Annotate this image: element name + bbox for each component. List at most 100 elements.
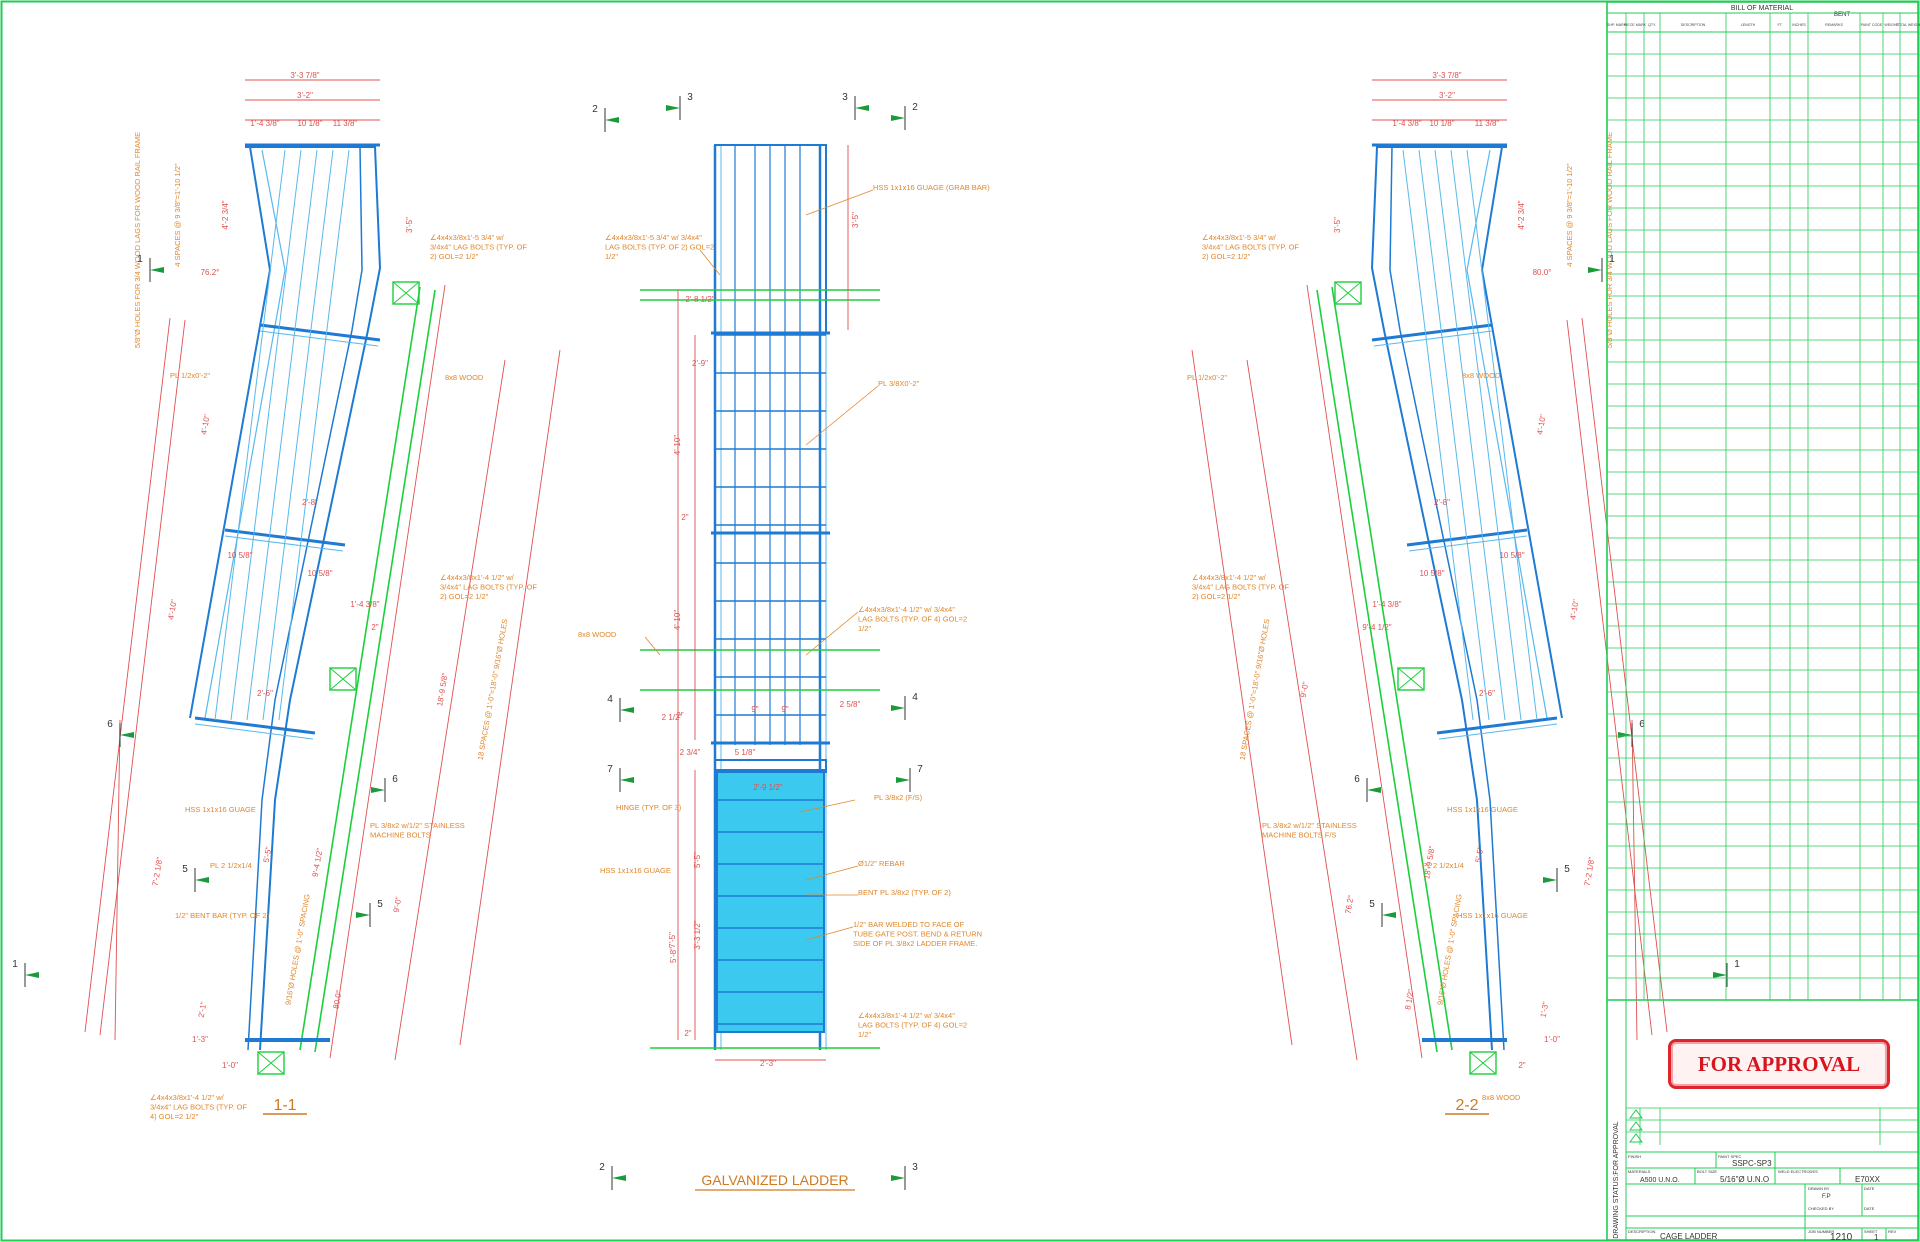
- note-line: ∠4x4x3/8x1'-4 1/2" w/: [1192, 573, 1267, 582]
- dimension-label: 4'-10": [673, 435, 682, 456]
- cage-hoop: [1436, 716, 1558, 735]
- dimension-label: 2'-9": [692, 359, 708, 368]
- cage-bar: [1434, 149, 1506, 721]
- marker-arrow: [620, 707, 634, 713]
- cage-hoop-inner: [224, 535, 344, 552]
- dimension-label: 1'-0": [1544, 1035, 1560, 1044]
- section-marker: 4: [607, 694, 634, 722]
- note-label: HSS 1x1x16 GUAGE: [1447, 805, 1518, 814]
- marker-arrow: [891, 705, 905, 711]
- note-line: 1/2" BAR WELDED TO FACE OF: [853, 920, 965, 929]
- note-label: ∠4x4x3/8x1'-4 1/2" w/ 3/4x4"LAG BOLTS (T…: [858, 605, 967, 633]
- marker-number: 6: [1639, 719, 1645, 730]
- note-line: MACHINE BOLTS F/S: [1262, 831, 1336, 840]
- marker-arrow: [1713, 972, 1727, 978]
- bom-header: SHP. MARK: [1607, 23, 1627, 27]
- bom-header: LENGTH: [1741, 23, 1756, 27]
- dimension-label: 3'-5": [1333, 217, 1342, 233]
- dimension-label: 4'-10": [1535, 414, 1547, 436]
- section-marker: 6: [371, 774, 398, 802]
- rev-triangle: [1629, 1121, 1643, 1131]
- drawing-status-label: DRAWING STATUS:FOR APPROVAL: [1613, 1121, 1620, 1239]
- dimension-label: 3'-3 1/2": [693, 920, 702, 949]
- tb-value: SSPC-SP3: [1732, 1159, 1772, 1168]
- section-marker: 2: [599, 1162, 626, 1190]
- note-label: PL 2 1/2x1/4: [210, 861, 252, 870]
- note-line: HSS 1x1x16 GUAGE: [600, 866, 671, 875]
- bom-title: BILL OF MATERIAL: [1731, 5, 1793, 12]
- marker-arrow: [605, 117, 619, 123]
- tb-value: 1210: [1830, 1232, 1853, 1242]
- section-1-1-view: 3'-3 7/8"3'-2"1'-4 3/8"10 1/8"11 3/8"4'-…: [12, 71, 561, 1121]
- bom-header: INCHES: [1792, 23, 1806, 27]
- dimension-label: 5'-5": [262, 846, 274, 863]
- tb-label: JOB NUMBER: [1808, 1229, 1834, 1234]
- note-line: 3/4x4" LAG BOLTS (TYP. OF: [440, 583, 537, 592]
- marker-number: 7: [607, 764, 613, 775]
- marker-number: 6: [392, 774, 398, 785]
- wood-block-x: [257, 1051, 285, 1075]
- note-line: 2) GOL=2 1/2": [430, 252, 479, 261]
- dimension-label: 2 1/2": [662, 713, 683, 722]
- dimension-label: 11 3/8": [1475, 119, 1500, 128]
- note-line: LAG BOLTS (TYP. OF 2) GOL=2: [605, 243, 714, 252]
- note-line: TUBE GATE POST. BEND & RETURN: [853, 930, 982, 939]
- section-marker: 6: [1354, 774, 1381, 802]
- cage-hoop-inner: [194, 723, 314, 740]
- note-line: PL 3/8x2 (F/S): [874, 793, 923, 802]
- dimension-label: 11 3/8": [333, 119, 358, 128]
- ladder-rail-front: [245, 146, 382, 1051]
- bom-header: REMARKS: [1825, 23, 1843, 27]
- note-line: HINGE (TYP. OF 3): [616, 803, 682, 812]
- dimension-line: [1306, 284, 1423, 1059]
- marker-number: 1: [1734, 959, 1740, 970]
- dimension-label: 2": [681, 513, 688, 522]
- note-line: 3/4x4" LAG BOLTS (TYP. OF: [150, 1103, 247, 1112]
- note-label: 4 SPACES @ 9 3/8"=1'-10 1/2": [1565, 163, 1574, 267]
- tb-label: DATE: [1864, 1206, 1875, 1211]
- dimension-label: 18'-9 5/8": [435, 672, 450, 707]
- note-label: 4 SPACES @ 9 3/8"=1'-10 1/2": [173, 163, 182, 267]
- dimension-label: 2'-6": [1479, 689, 1495, 698]
- dimension-label: 3'-2": [297, 91, 313, 100]
- note-label: 1/2" BENT BAR (TYP. OF 2): [175, 911, 270, 920]
- note-label: PL 2 1/2x1/4: [1422, 861, 1464, 870]
- dimension-label: 3'-3 7/8": [1432, 71, 1461, 80]
- cage-hoop-inner: [1373, 330, 1493, 347]
- section-marker: 4: [891, 692, 918, 720]
- ladder-rail-inner: [1389, 146, 1505, 1051]
- bom-header: FT.: [1778, 23, 1783, 27]
- note-label: 18 SPACES @ 1'-0"=18'-0" 9/16"Ø HOLES: [1238, 618, 1272, 761]
- leader-line: [805, 611, 859, 656]
- tb-value: CAGE LADDER: [1660, 1232, 1718, 1241]
- note-line: ∠4x4x3/8x1'-4 1/2" w/: [440, 573, 515, 582]
- wood-block: [1334, 281, 1362, 305]
- note-line: PL 1/2x0'-2": [1187, 373, 1227, 382]
- tb-label: BOLT SIZE: [1697, 1169, 1717, 1174]
- marker-arrow: [195, 877, 209, 883]
- marker-arrow: [1382, 912, 1396, 918]
- cage-hoop-inner: [259, 330, 379, 347]
- bom-header: DESCRIPTION: [1681, 23, 1706, 27]
- marker-number: 2: [592, 104, 598, 115]
- dimension-label: 4'-10": [199, 414, 211, 436]
- marker-arrow: [891, 115, 905, 121]
- wood-post-edge: [314, 289, 436, 1053]
- tb-label: WELD ELECTRODES: [1778, 1169, 1818, 1174]
- section-2-2-view: 3'-3 7/8"3'-2"11 3/8"10 1/8"1'-4 3/8"4'-…: [1187, 71, 1740, 1115]
- wood-post-edge: [1331, 286, 1453, 1051]
- note-label: 8x8 WOOD: [1482, 1093, 1521, 1102]
- dimension-label: 2": [371, 623, 378, 632]
- section-marker: 7: [896, 764, 923, 792]
- marker-arrow: [1367, 787, 1381, 793]
- leader-line: [805, 385, 879, 446]
- cage-bar: [1418, 149, 1490, 721]
- cage-bar: [1402, 149, 1474, 721]
- note-line: LAG BOLTS (TYP. OF 4) GOL=2: [858, 615, 967, 624]
- view-title: GALVANIZED LADDER: [701, 1172, 848, 1188]
- dimension-label: 1'-4 3/8": [1392, 119, 1421, 128]
- wood-block-x: [329, 667, 357, 691]
- dimension-label: 5'-8": [669, 947, 678, 963]
